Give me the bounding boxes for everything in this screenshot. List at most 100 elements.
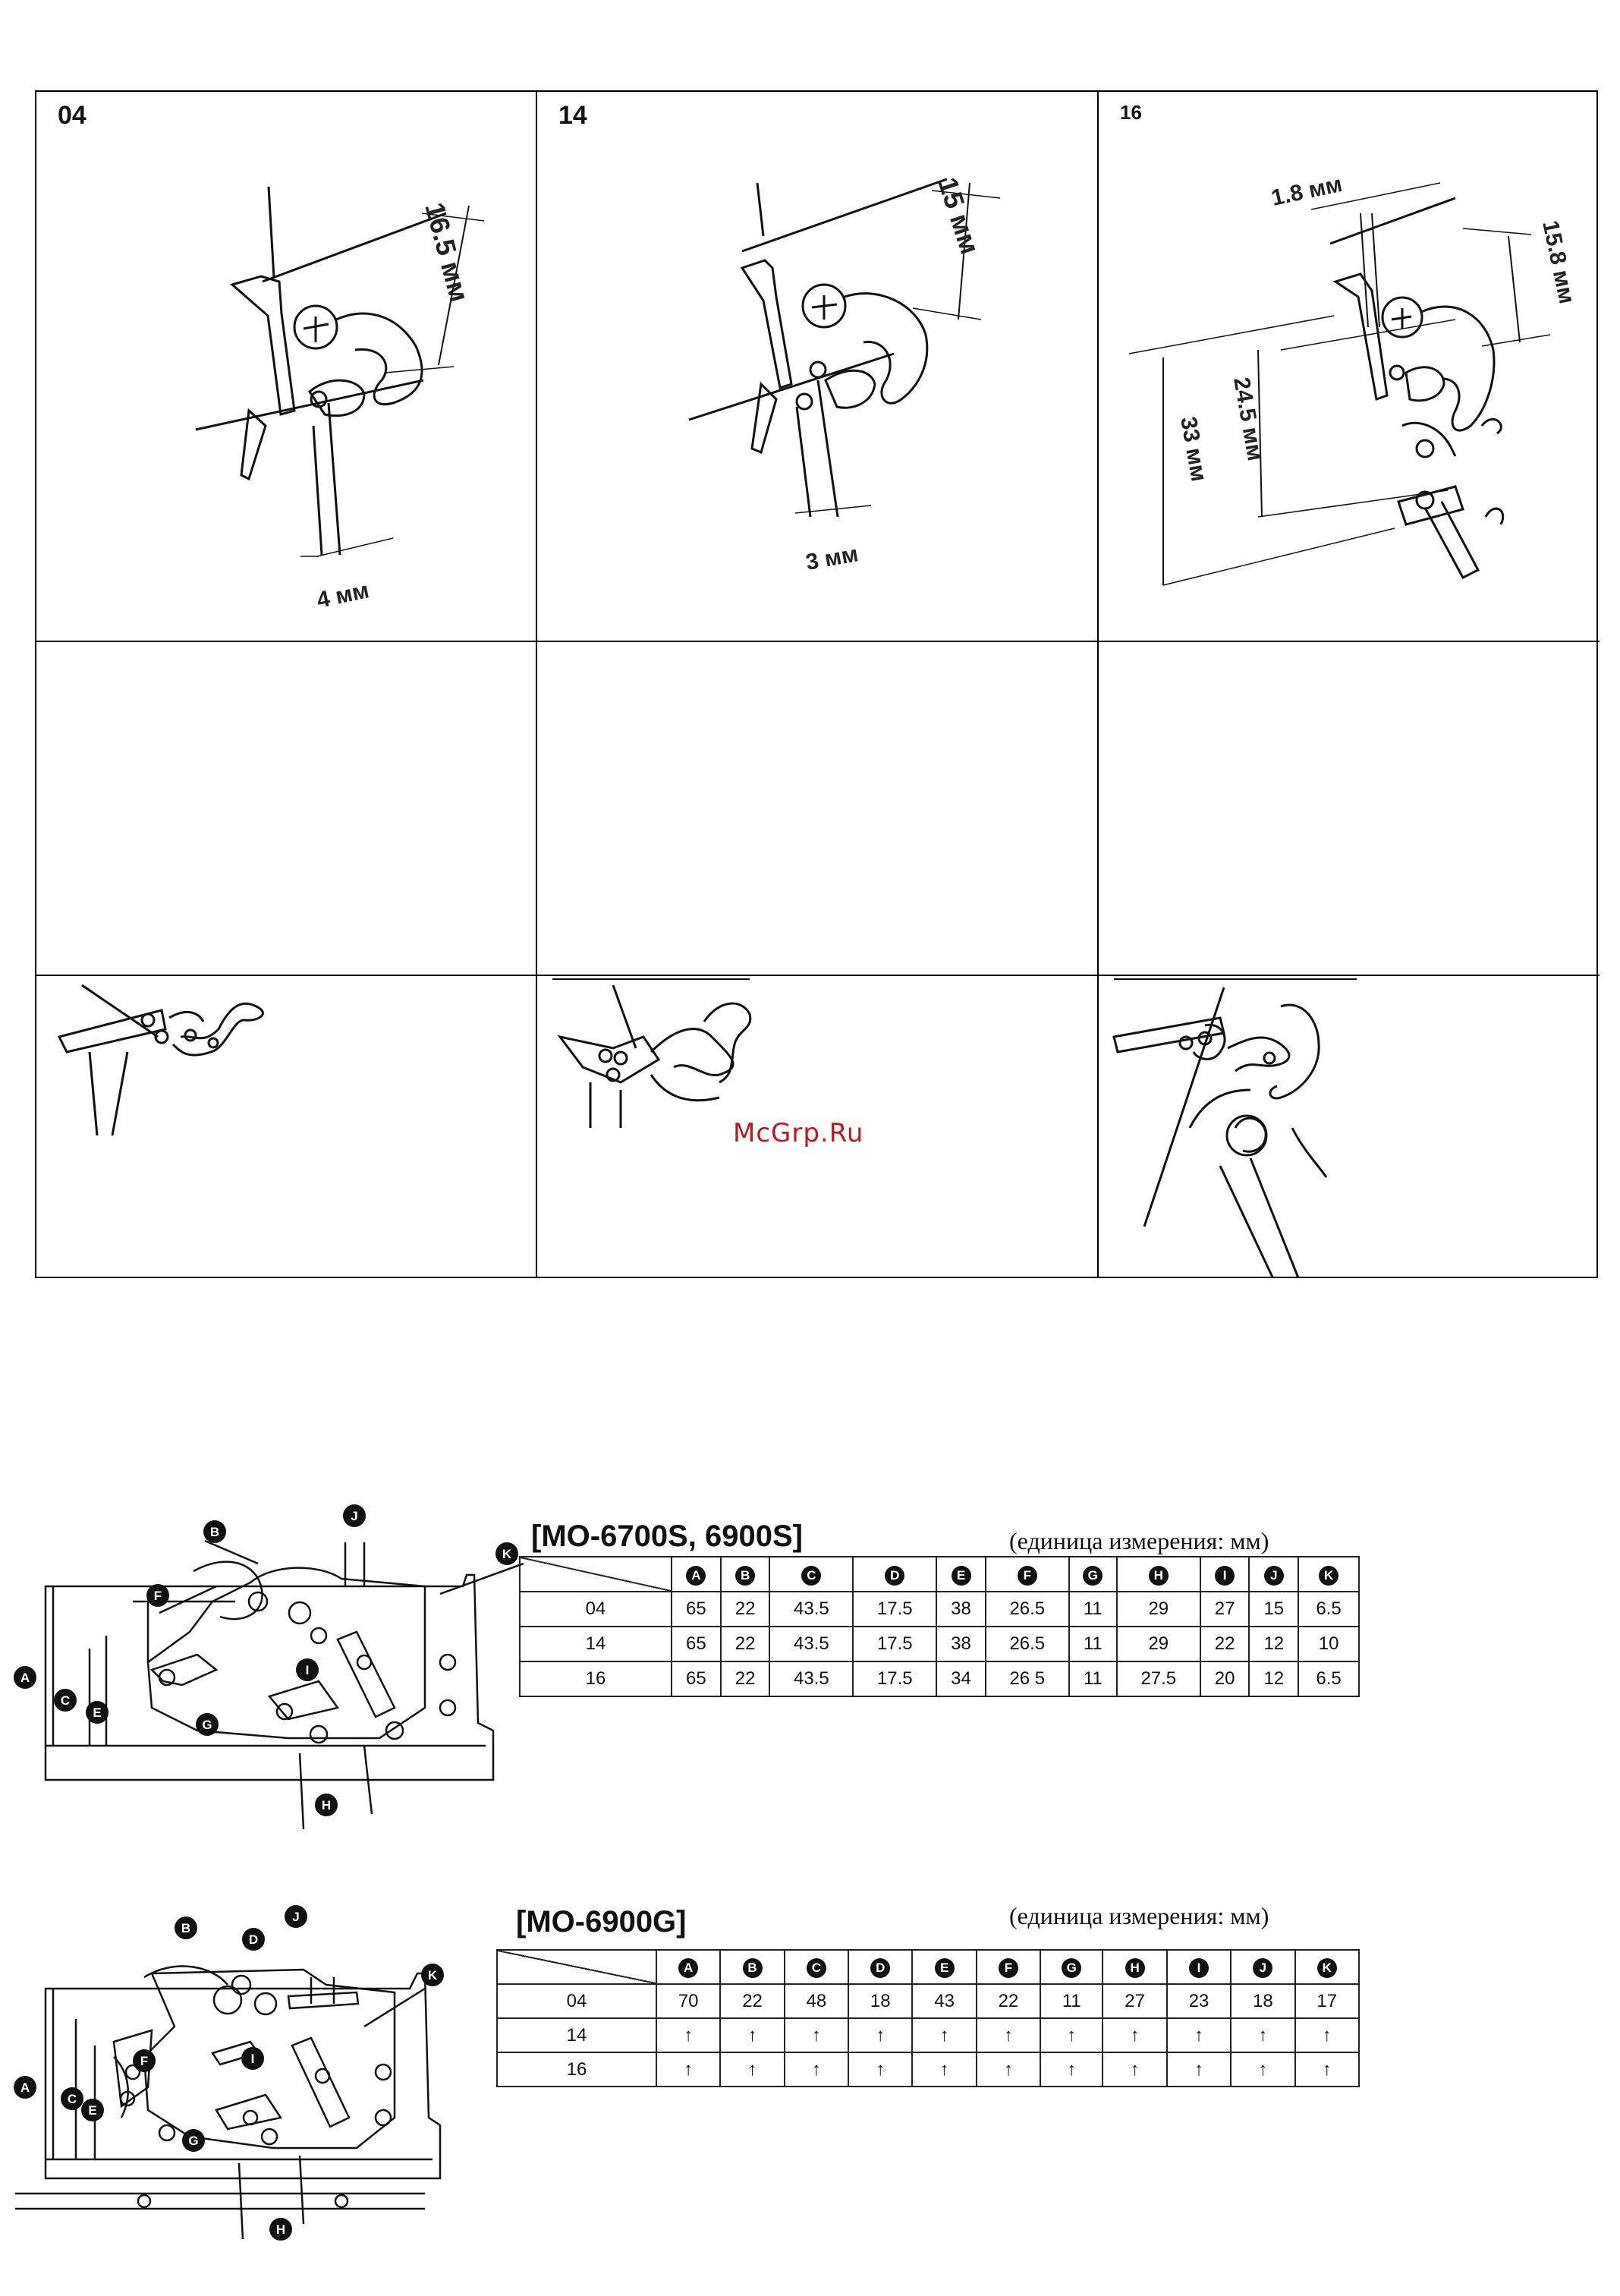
table-cell: ↑ (655, 2052, 722, 2087)
table-row: 16 65 22 43.5 17.5 34 26 5 11 27.5 20 12… (519, 1661, 1360, 1697)
table-cell: ↑ (1294, 2052, 1360, 2087)
table-cell: 22 (1199, 1626, 1250, 1662)
table-cell: ↑ (848, 2017, 914, 2053)
table-cell: ↑ (975, 2052, 1042, 2087)
table-cell: ↑ (1040, 2017, 1104, 2053)
table-cell: 17.5 (852, 1591, 938, 1627)
table-cell: 15 (1248, 1591, 1300, 1627)
row-label: 04 (496, 1983, 657, 2019)
col-header-c: C (769, 1556, 854, 1592)
table-cell: 11 (1040, 1983, 1104, 2019)
mech2-label-g: G (188, 2134, 198, 2148)
mech2-label-d: D (249, 1932, 258, 1947)
dim-3: 3 мм (804, 541, 860, 575)
spec-table-6700s: A B C D E F G H I J K 04 65 22 43.5 17.5… (519, 1556, 1360, 1697)
table-cell: 27 (1102, 1983, 1168, 2019)
col-header-h: H (1102, 1949, 1168, 1985)
table-row: 16 ↑ ↑ ↑ ↑ ↑ ↑ ↑ ↑ ↑ ↑ ↑ (496, 2052, 1360, 2087)
table-row: 14 65 22 43.5 17.5 38 26.5 11 29 22 12 1… (519, 1626, 1360, 1662)
table-cell: 6.5 (1298, 1591, 1360, 1627)
table-cell: 38 (936, 1591, 986, 1627)
col-header-c: C (783, 1949, 850, 1985)
table-cell: 26.5 (984, 1626, 1070, 1662)
col-header-i: I (1165, 1949, 1232, 1985)
cell-14-diagram: 14 15 мм 3 мм (537, 92, 1099, 642)
cell-16-diagram: 16 (1099, 92, 1600, 642)
table-cell: 27 (1199, 1591, 1250, 1627)
table-cell: 48 (783, 1983, 850, 2019)
dim-15-8: 15.8 мм (1537, 219, 1579, 307)
table-cell: ↑ (975, 2017, 1042, 2053)
table-cell: 26.5 (984, 1591, 1070, 1627)
row-label: 16 (496, 2052, 657, 2087)
table-cell: 29 (1115, 1626, 1201, 1662)
cell-label-16: 16 (1120, 101, 1142, 124)
table-cell: 26 5 (984, 1661, 1070, 1697)
mech2-label-k: K (428, 1968, 438, 1983)
cell-needle-guard-16 (1099, 976, 1600, 1277)
diagram-grid: 04 16.5 мм 4 мм (35, 90, 1600, 1278)
mech2-label-e: E (88, 2103, 96, 2118)
col-header-g: G (1040, 1949, 1104, 1985)
table-cell: 38 (936, 1626, 986, 1662)
col-header-a: A (671, 1556, 722, 1592)
needle-guard-16-drawing (1112, 978, 1357, 1277)
table-cell: 43.5 (769, 1591, 854, 1627)
spec-table-6900g: A B C D E F G H I J K 04 70 22 48 18 43 … (496, 1949, 1360, 2087)
table-cell: 22 (719, 1591, 771, 1627)
table-cell: 43 (911, 1983, 977, 2019)
spec-unit-6700s: (единица измерения: мм) (1009, 1527, 1269, 1554)
table-cell: 10 (1298, 1626, 1360, 1662)
col-header-b: B (719, 1556, 771, 1592)
mech1-label-k: K (502, 1547, 512, 1561)
col-header-d: D (848, 1949, 914, 1985)
needle-guard-04-drawing (57, 984, 264, 1136)
mech2-label-h: H (276, 2222, 285, 2237)
looper-04-drawing: 16.5 мм 4 мм (195, 186, 485, 613)
table-cell: 20 (1199, 1661, 1250, 1697)
table-cell: 11 (1068, 1661, 1118, 1697)
mech1-label-e: E (93, 1705, 101, 1720)
table-cell: ↑ (1165, 2052, 1232, 2087)
table-row: 04 70 22 48 18 43 22 11 27 23 18 17 (496, 1983, 1360, 2019)
spec-unit-6900g: (единица измерения: мм) (1009, 1902, 1269, 1929)
mech1-label-a: A (20, 1671, 30, 1685)
table-cell: ↑ (1230, 2052, 1296, 2087)
col-header-b: B (719, 1949, 785, 1985)
table-cell: 18 (848, 1983, 914, 2019)
mechanism-diagram-6900g: A B C D E F G H I J K (14, 1905, 444, 2241)
dim-33: 33 мм (1175, 414, 1211, 483)
row-label: 16 (519, 1661, 672, 1697)
table-row: 04 65 22 43.5 17.5 38 26.5 11 29 27 15 6… (519, 1591, 1360, 1627)
mechanism-diagram-6700s: A B C E F G H I J K (14, 1504, 524, 1830)
col-header-h: H (1115, 1556, 1201, 1592)
table-cell: 29 (1115, 1591, 1201, 1627)
col-header-e: E (911, 1949, 977, 1985)
col-header-d: D (852, 1556, 938, 1592)
spec-table-header: A B C D E F G H I J K (496, 1949, 1360, 1985)
mech1-label-h: H (322, 1798, 331, 1813)
col-header-k: K (1294, 1949, 1360, 1985)
table-cell: ↑ (719, 2052, 785, 2087)
cell-needle-guard-04 (36, 976, 537, 1277)
table-cell: 43.5 (769, 1626, 854, 1662)
dim-24-5: 24.5 мм (1228, 375, 1268, 462)
col-header-f: F (984, 1556, 1070, 1592)
table-cell: 17.5 (852, 1626, 938, 1662)
table-cell: 11 (1068, 1626, 1118, 1662)
cell-empty-1 (36, 642, 537, 976)
table-cell: 65 (671, 1591, 722, 1627)
table-cell: ↑ (1102, 2017, 1168, 2053)
spec-title-6900g: [MO-6900G] (516, 1905, 687, 1939)
table-cell: 65 (671, 1661, 722, 1697)
table-cell: ↑ (655, 2017, 722, 2053)
col-header-j: J (1248, 1556, 1300, 1592)
table-cell: ↑ (848, 2052, 914, 2087)
table-cell: 43.5 (769, 1661, 854, 1697)
col-header-k: K (1298, 1556, 1360, 1592)
col-header-f: F (975, 1949, 1042, 1985)
dim-4: 4 мм (315, 578, 372, 613)
table-cell: 17 (1294, 1983, 1360, 2019)
mech2-label-a: A (20, 2080, 30, 2095)
dim-15: 15 мм (932, 174, 986, 258)
